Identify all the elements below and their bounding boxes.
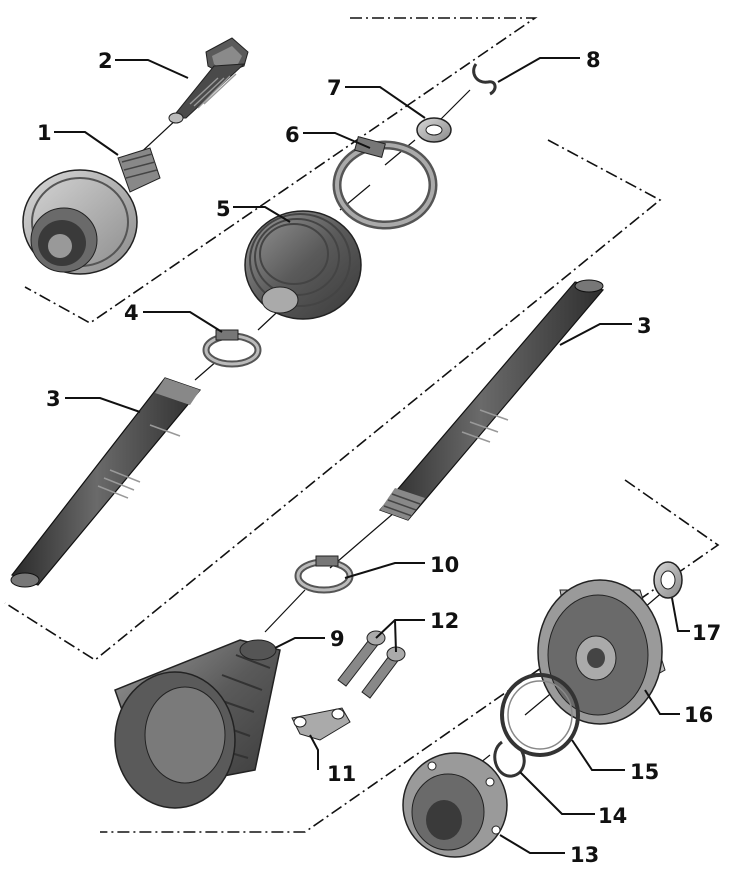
leader-8: [497, 57, 580, 83]
callout-9: 9: [330, 627, 345, 651]
callout-8: 8: [586, 48, 601, 72]
part-5-boot: [244, 210, 362, 320]
leader-1: [54, 131, 119, 156]
callout-12: 12: [430, 609, 459, 633]
part-3-shaft-right: [378, 279, 605, 521]
leader-16: [644, 689, 680, 715]
part-3-shaft-left: [10, 377, 202, 588]
leader-9: [274, 637, 325, 649]
callout-13: 13: [570, 843, 599, 867]
callout-3-right: 3: [637, 314, 652, 338]
callout-11: 11: [327, 762, 356, 786]
part-1-outer-cv-joint: [22, 147, 161, 275]
axis-line: [264, 511, 396, 633]
callout-7: 7: [327, 76, 342, 100]
part-10-clamp: [294, 555, 354, 594]
part-8-clip: [472, 63, 497, 96]
part-17-washer: [653, 561, 683, 599]
part-15-gasket: [500, 673, 580, 757]
part-12-bolts: [337, 630, 406, 699]
leader-6: [303, 132, 371, 149]
axis-line: [194, 89, 471, 381]
callout-17: 17: [692, 621, 721, 645]
callout-4: 4: [124, 301, 139, 325]
leader-7: [345, 86, 426, 119]
callout-14: 14: [598, 804, 627, 828]
part-2-bolt: [168, 37, 249, 124]
group-outline-upper: [24, 17, 538, 324]
leader-15: [571, 739, 625, 771]
callout-15: 15: [630, 760, 659, 784]
callout-3-left: 3: [46, 387, 61, 411]
leader-13: [499, 834, 565, 854]
part-11-locking-plate: [291, 707, 351, 741]
callout-1: 1: [37, 121, 52, 145]
leader-12: [375, 619, 425, 653]
group-outline-middle: [4, 139, 662, 661]
leader-3b: [559, 323, 632, 346]
callout-5: 5: [216, 197, 231, 221]
leader-3a: [65, 397, 141, 413]
part-13-cover: [402, 752, 508, 858]
part-4-small-clamp: [202, 329, 262, 368]
leader-17: [671, 597, 690, 632]
part-14-circlip: [493, 740, 526, 778]
leader-14: [519, 771, 595, 815]
leader-2: [115, 59, 189, 79]
part-16-inner-cv-joint: [537, 579, 666, 725]
part-9-boot-flange: [114, 639, 281, 809]
callout-10: 10: [430, 553, 459, 577]
leader-11: [309, 734, 319, 770]
part-7-washer: [416, 117, 452, 143]
leader-10: [344, 562, 425, 579]
callout-6: 6: [285, 123, 300, 147]
callout-2: 2: [98, 49, 113, 73]
leader-5: [233, 206, 291, 223]
callout-16: 16: [684, 703, 713, 727]
part-6-clamp-band: [332, 136, 438, 230]
leader-4: [143, 311, 223, 333]
